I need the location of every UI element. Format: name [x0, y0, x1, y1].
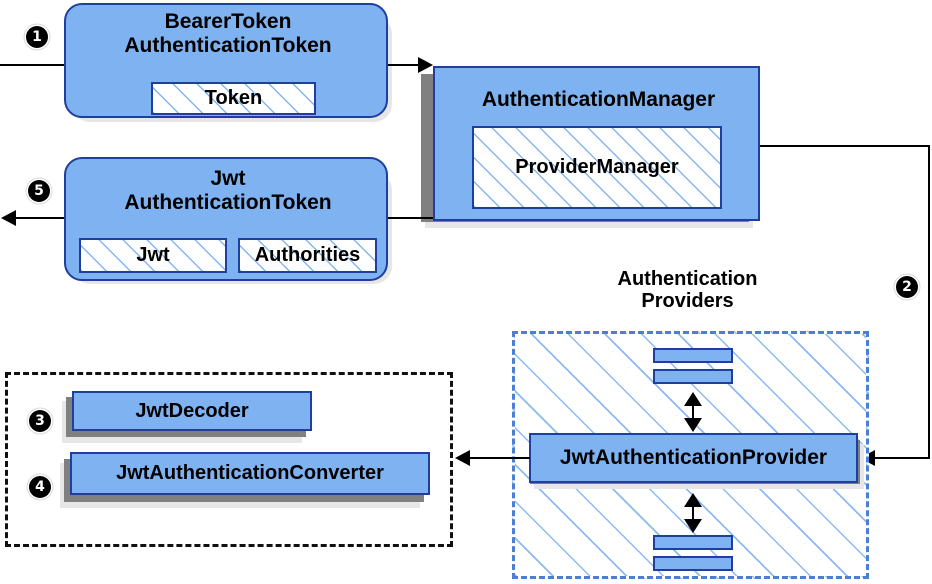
provider-link-top-arrow-down — [684, 418, 702, 432]
provider-stub-bar-bottom-2 — [653, 556, 733, 571]
token-field: Token — [151, 82, 316, 115]
provider-to-components-line — [470, 457, 530, 459]
step-marker-3: 3 — [29, 410, 51, 432]
jwt-token-out-line — [16, 217, 71, 219]
bearer-to-manager-arrowhead — [418, 57, 433, 73]
authentication-providers-caption-line2: Providers — [641, 290, 734, 313]
authorities-field: Authorities — [238, 238, 377, 273]
manager-to-provider-line-h-top — [760, 145, 930, 147]
manager-to-provider-line-v — [928, 145, 930, 459]
step-marker-5: 5 — [28, 180, 50, 202]
authentication-providers-caption: Authentication Providers — [600, 268, 775, 314]
step-marker-1: 1 — [26, 26, 48, 48]
step-marker-2: 2 — [896, 276, 918, 298]
jwt-authentication-converter-box[interactable]: JwtAuthenticationConverter — [70, 452, 430, 495]
manager-to-provider-line-h-bottom — [875, 457, 930, 459]
provider-link-top-arrow-up — [684, 392, 702, 406]
provider-stub-bar-top-1 — [653, 348, 733, 363]
bearer-token-authentication-token-box[interactable]: BearerToken AuthenticationToken Token — [64, 3, 388, 118]
provider-link-bottom-line — [692, 501, 694, 523]
bearer-token-title-line2: AuthenticationToken — [124, 33, 332, 57]
authentication-manager-title: AuthenticationManager — [481, 88, 716, 112]
provider-manager-field: ProviderManager — [472, 126, 722, 209]
bearer-to-manager-line — [388, 64, 421, 66]
provider-link-bottom-arrow-down — [684, 519, 702, 533]
jwt-token-title-line1: Jwt — [210, 167, 246, 190]
jwt-components-region — [5, 372, 453, 547]
provider-stub-bar-top-2 — [653, 369, 733, 384]
authentication-providers-caption-line1: Authentication — [617, 268, 758, 290]
manager-to-jwt-token-line — [388, 217, 433, 219]
bearer-token-title: BearerToken AuthenticationToken — [66, 10, 390, 60]
jwt-decoder-box[interactable]: JwtDecoder — [72, 391, 312, 431]
jwt-token-title-line2: AuthenticationToken — [124, 190, 332, 214]
jwt-authentication-provider-box[interactable]: JwtAuthenticationProvider — [529, 433, 858, 483]
incoming-request-line — [0, 64, 69, 66]
provider-stub-bar-bottom-1 — [653, 535, 733, 550]
jwt-authentication-token-box[interactable]: Jwt AuthenticationToken Jwt Authorities — [64, 157, 388, 281]
bearer-token-title-line1: BearerToken — [164, 10, 292, 33]
jwt-field: Jwt — [79, 238, 227, 273]
authentication-manager-box[interactable]: AuthenticationManager ProviderManager — [433, 66, 760, 221]
provider-link-top-line — [692, 400, 694, 422]
jwt-token-title: Jwt AuthenticationToken — [66, 167, 390, 219]
provider-link-bottom-arrow-up — [684, 493, 702, 507]
provider-to-components-arrowhead — [455, 450, 470, 466]
jwt-token-out-arrowhead — [1, 210, 16, 226]
step-marker-4: 4 — [29, 476, 51, 498]
